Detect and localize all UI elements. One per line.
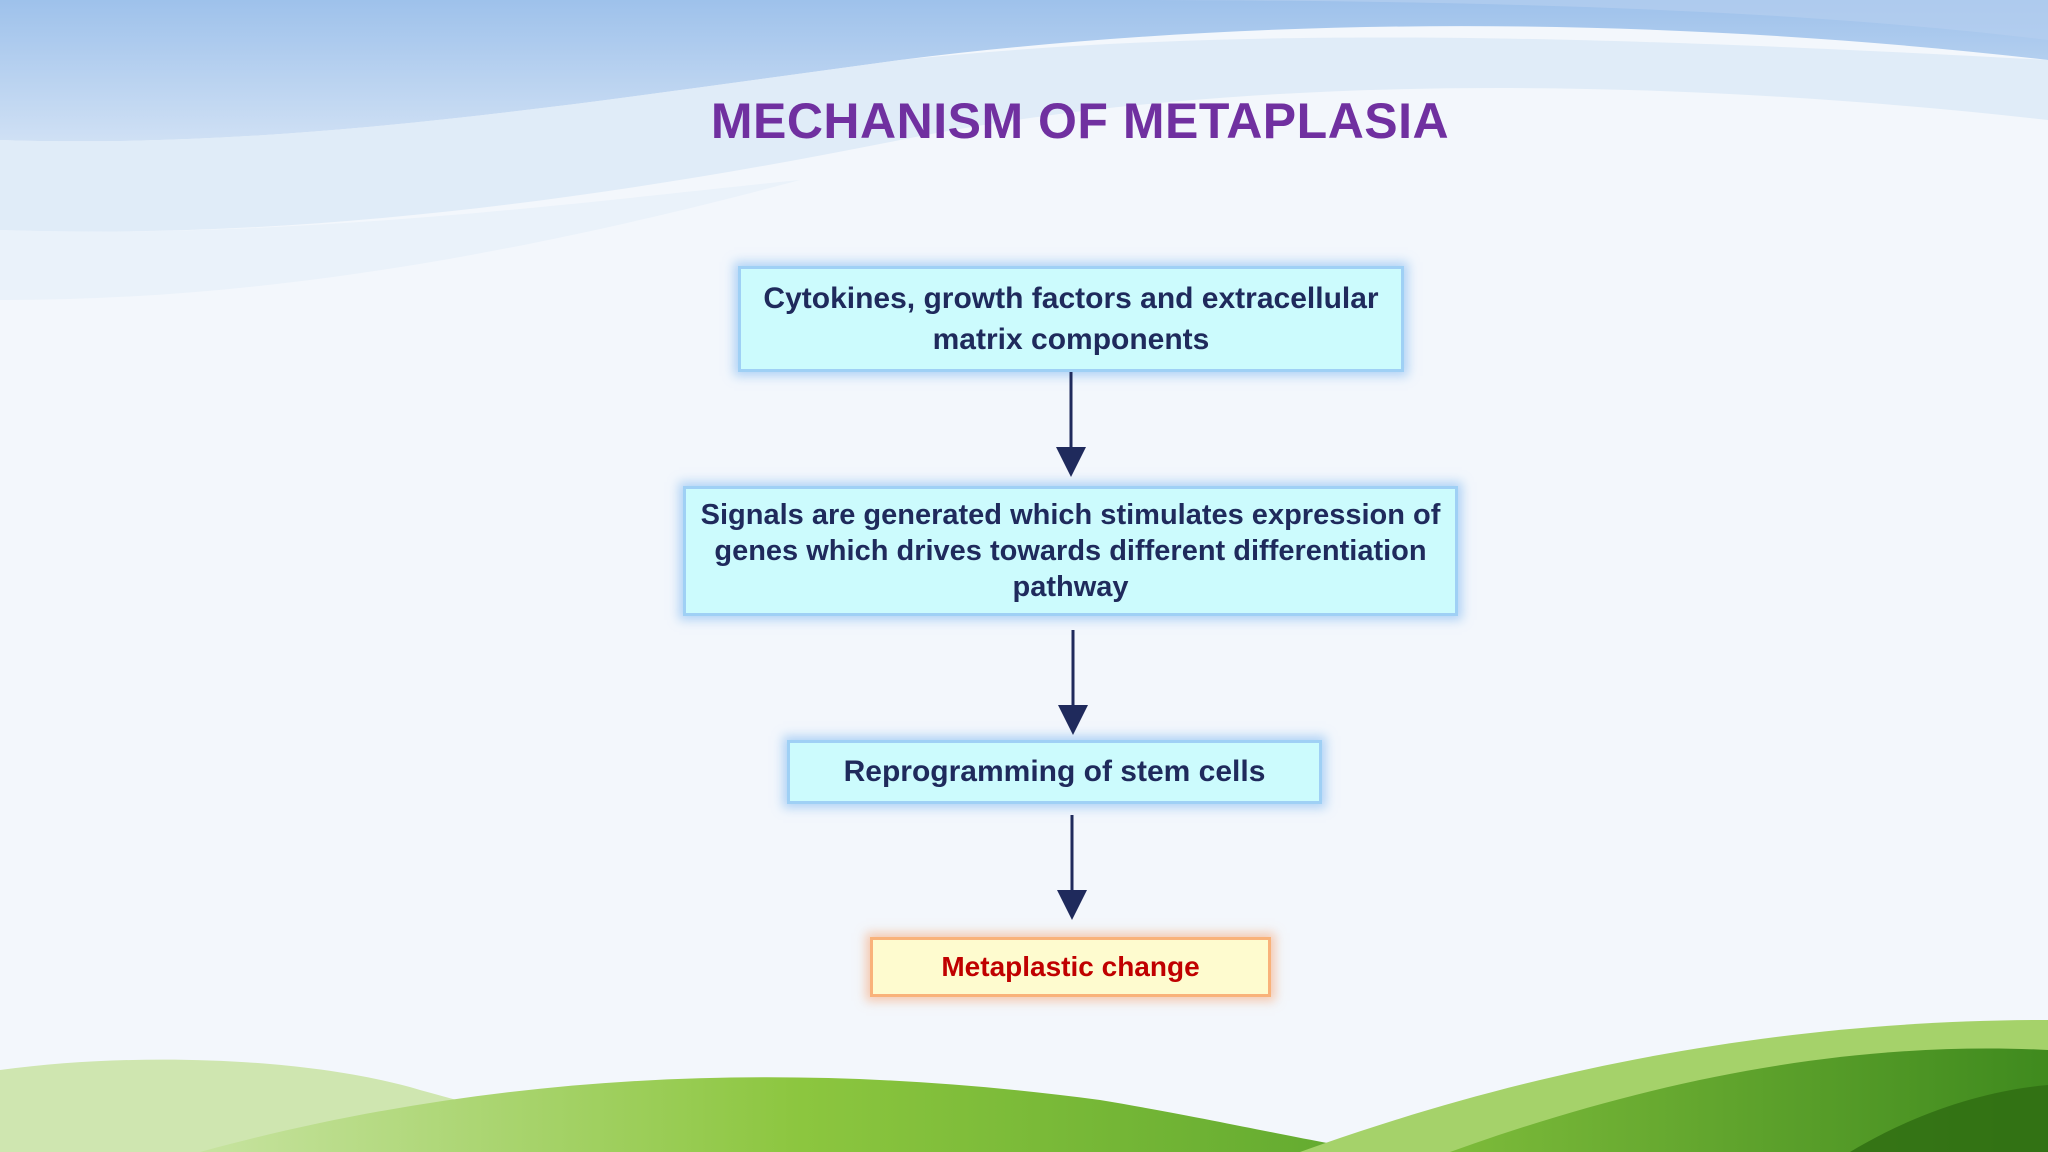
step-cytokines-box: Cytokines, growth factors and extracellu…	[738, 266, 1404, 372]
step-text: Metaplastic change	[941, 951, 1200, 982]
step-text: Reprogramming of stem cells	[843, 755, 1266, 788]
step-signals-box: Signals are generated which stimulates e…	[683, 486, 1458, 616]
slide-title: MECHANISM OF METAPLASIA	[710, 93, 1450, 149]
step-text: Cytokines, growth factors and extracellu…	[763, 282, 1379, 356]
step-reprogramming-box: Reprogramming of stem cells	[787, 740, 1322, 804]
metaplastic-change-box: Metaplastic change	[870, 937, 1271, 997]
step-text: Signals are generated which stimulates e…	[700, 499, 1441, 603]
